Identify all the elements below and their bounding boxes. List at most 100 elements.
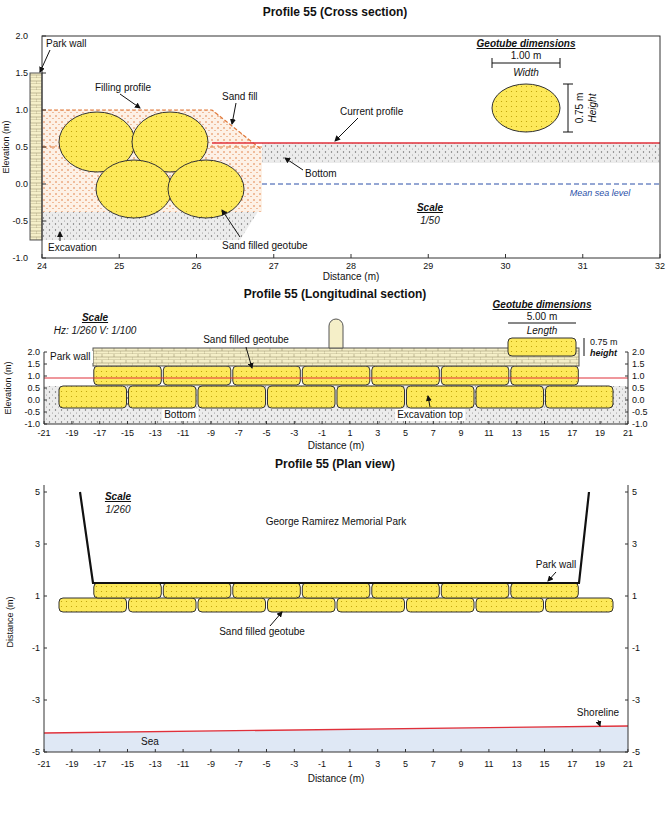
- tick: [42, 73, 46, 74]
- axis-label: -1: [318, 428, 326, 439]
- geotube: [94, 366, 162, 385]
- axis-label: 1.0: [27, 371, 40, 382]
- callout-label: Park wall: [48, 351, 93, 363]
- plot-frame: [44, 352, 628, 424]
- callout-label: Sand filled geotube: [201, 334, 291, 346]
- axis-label: 15: [539, 428, 549, 439]
- geotube-row: [59, 366, 613, 408]
- axis-label: 9: [459, 759, 464, 770]
- tick: [44, 700, 47, 701]
- mean-sea-level: [262, 184, 660, 185]
- axis-label: -11: [177, 759, 189, 770]
- callout-label: Sand fill: [222, 91, 258, 103]
- drawing-part: [428, 396, 430, 407]
- tick: [44, 421, 45, 424]
- drawing-part: [232, 103, 236, 124]
- width-dimension: [492, 63, 560, 64]
- geotube-row: [59, 583, 613, 612]
- tick: [433, 749, 434, 752]
- axis-label: -1: [632, 643, 640, 654]
- tick: [660, 254, 661, 258]
- axis-label: 13: [512, 759, 522, 770]
- axis-label: -15: [121, 759, 134, 770]
- axis-label: -3: [290, 428, 298, 439]
- drawing-part: [222, 210, 240, 237]
- wall-arch: [329, 319, 343, 348]
- axis-label: -1.0: [632, 419, 648, 430]
- callout-label: Sea: [141, 736, 159, 748]
- tick: [572, 749, 573, 752]
- shoreline: [44, 726, 628, 733]
- callout-label: Scale: [82, 312, 108, 324]
- tick: [625, 400, 628, 401]
- axis-label: 21: [623, 759, 633, 770]
- geotube: [302, 583, 370, 598]
- tick: [600, 749, 601, 752]
- tick: [266, 421, 267, 424]
- axis-label: 17: [567, 759, 577, 770]
- tick: [42, 258, 46, 259]
- tick: [44, 400, 47, 401]
- drawing-part: [40, 50, 50, 72]
- tick: [544, 749, 545, 752]
- tick: [377, 749, 378, 752]
- current-profile: [212, 142, 660, 143]
- current-profile: [44, 377, 628, 378]
- axis-label: 24: [37, 261, 47, 272]
- callout-label: Sand filled geotube: [222, 240, 308, 252]
- geotube: [129, 598, 197, 612]
- tick: [625, 648, 628, 649]
- axis-label: 26: [191, 261, 201, 272]
- axis-label: -3: [290, 759, 298, 770]
- tick: [44, 352, 47, 353]
- tick: [625, 492, 628, 493]
- tick: [349, 421, 350, 424]
- leaders: [40, 50, 358, 241]
- axis-label: -21: [38, 759, 51, 770]
- axis-label: 0.75 m: [590, 337, 618, 348]
- axis-label: 19: [595, 759, 605, 770]
- geotube-icon: [492, 84, 560, 132]
- tick: [42, 110, 46, 111]
- tick: [196, 254, 197, 258]
- callout-label: Scale: [417, 202, 443, 214]
- drawing-part: [60, 232, 61, 241]
- geotube: [59, 386, 127, 408]
- axis-label: 25: [114, 261, 124, 272]
- geotube: [233, 366, 300, 385]
- tick: [210, 421, 211, 424]
- geotube: [94, 583, 162, 598]
- tick: [44, 752, 47, 753]
- axis-label: 0.0: [27, 395, 40, 406]
- axis-label: 29: [423, 261, 433, 272]
- tick: [42, 36, 46, 37]
- axis-label: -3: [632, 695, 640, 706]
- tick: [71, 749, 72, 752]
- bottom-layer: [262, 143, 660, 163]
- geotube: [476, 598, 544, 612]
- tick: [560, 58, 561, 68]
- axis-label: 1.5: [632, 359, 645, 370]
- plot-frame: [42, 36, 660, 258]
- axis-label: -1: [318, 759, 326, 770]
- callout-label: Hz: 1/260 V: 1/100: [54, 325, 137, 337]
- callout-label: Park wall: [536, 559, 577, 571]
- panel-title: Profile 55 (Cross section): [263, 6, 408, 18]
- axis-label: 2.0: [27, 347, 40, 358]
- geotube: [476, 386, 544, 408]
- axis-label: Mean sea level: [570, 188, 631, 199]
- callout-label: Distance (m): [323, 271, 380, 283]
- tick: [99, 749, 100, 752]
- callout-label: Excavation top: [395, 409, 465, 421]
- axis-label: -19: [65, 428, 78, 439]
- axis-label: -1.0: [12, 253, 28, 264]
- tick: [563, 132, 573, 133]
- geotube: [337, 598, 405, 612]
- axis-label: -19: [65, 759, 78, 770]
- axis-label: 3: [632, 539, 637, 550]
- tick: [273, 254, 274, 258]
- geotube: [372, 583, 440, 598]
- callout-label: Scale: [105, 491, 131, 503]
- leaders: [270, 572, 600, 726]
- tick: [572, 421, 573, 424]
